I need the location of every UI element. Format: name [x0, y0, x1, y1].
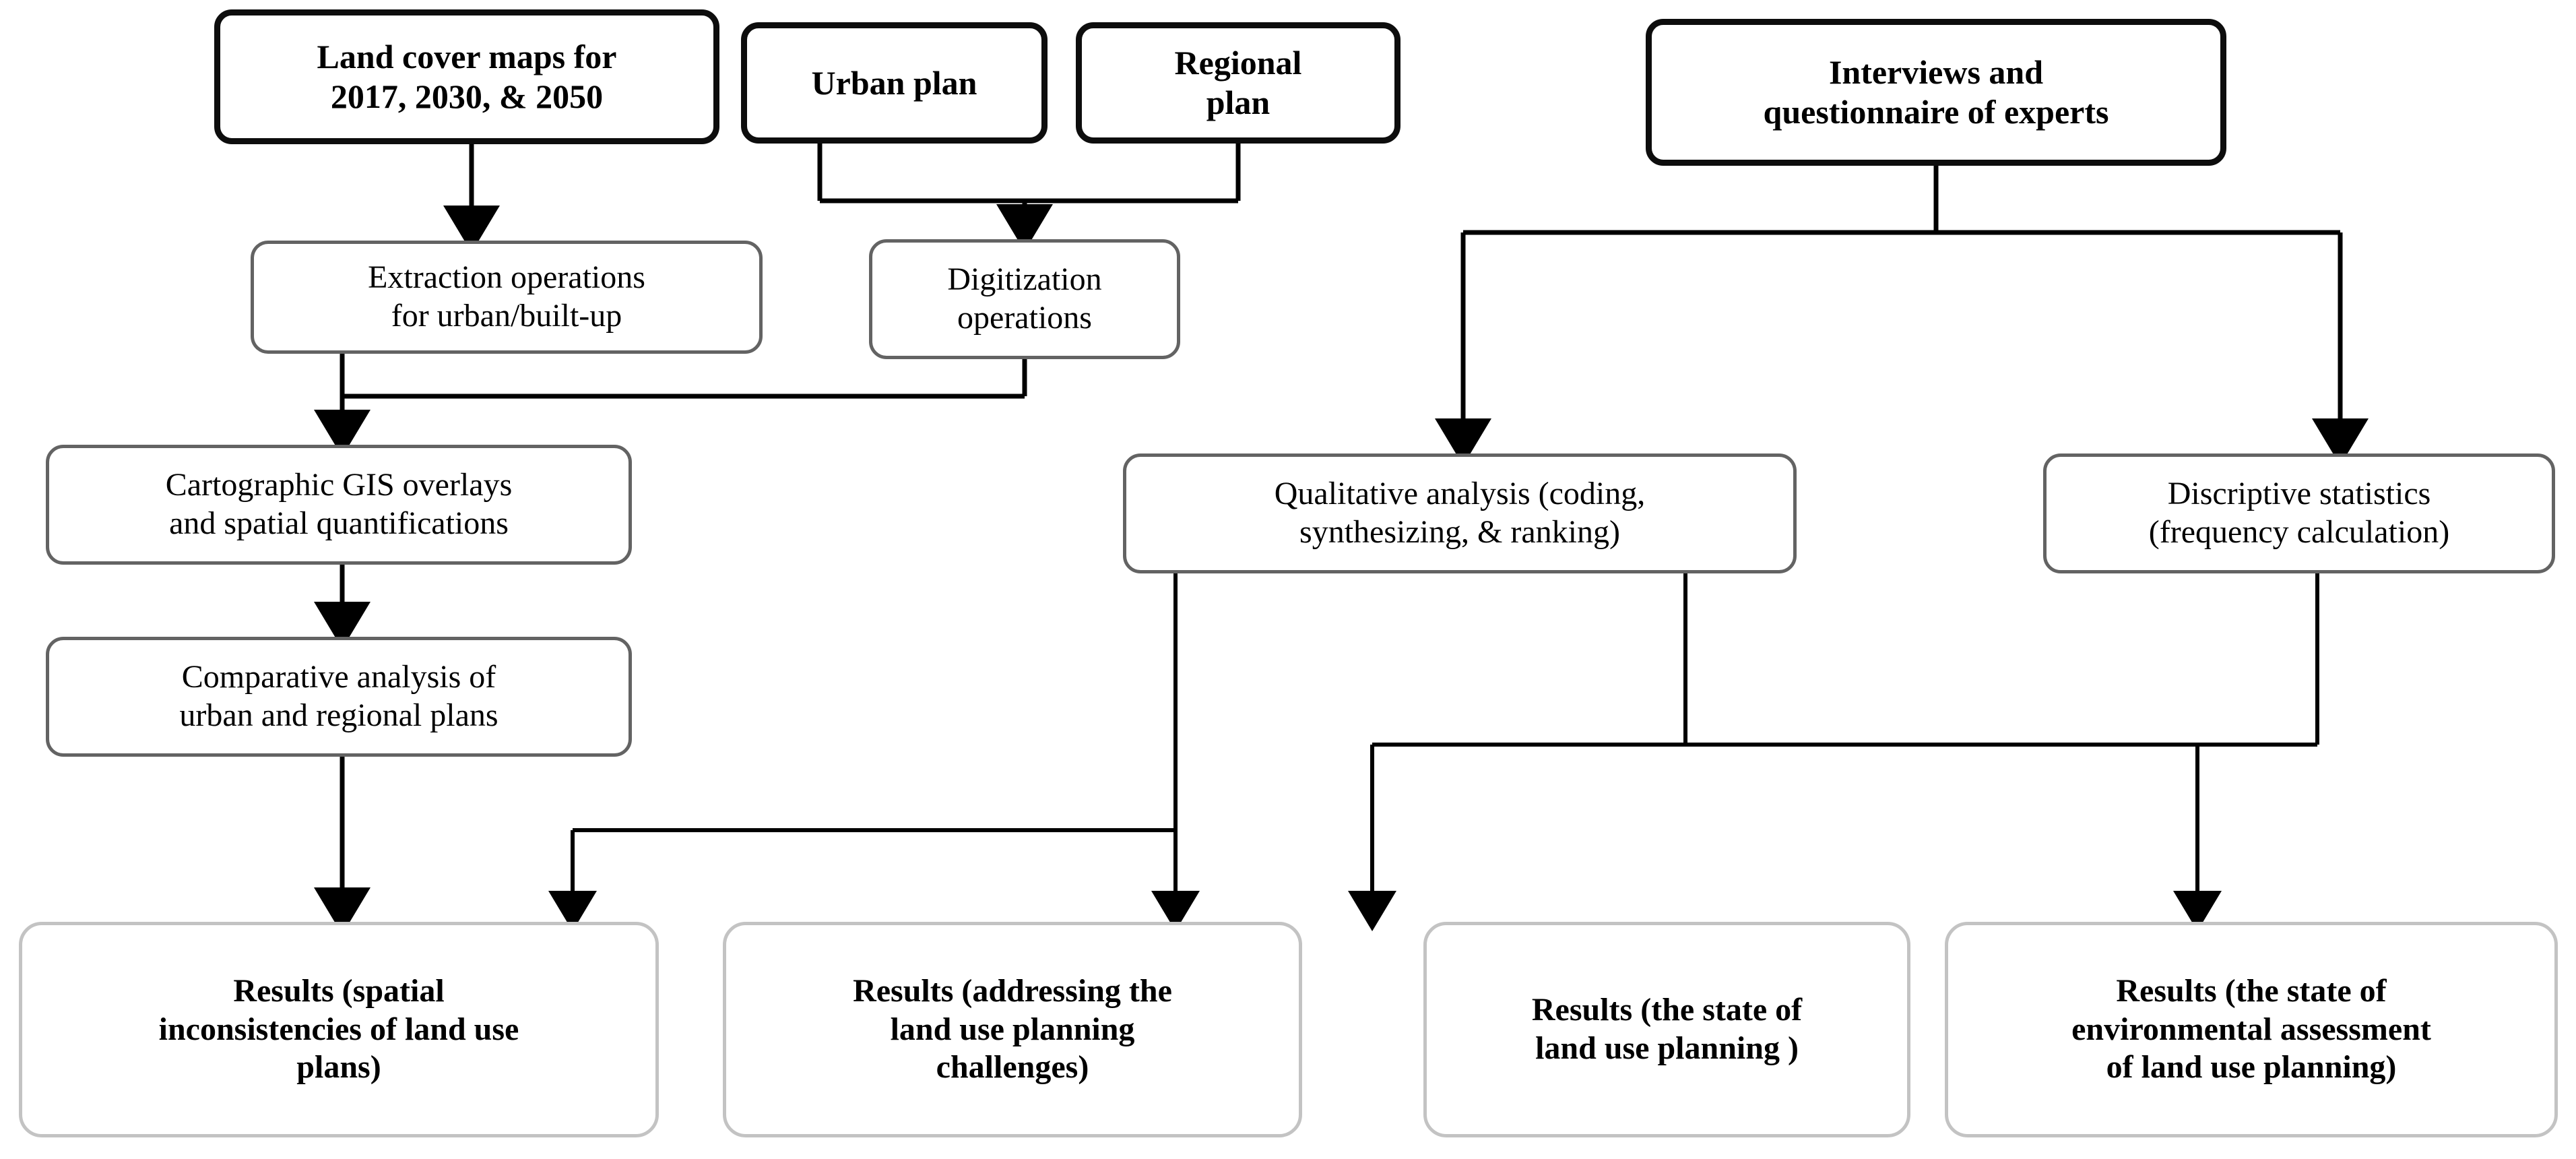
node-qualitative-analysis[interactable]: Qualitative analysis (coding,synthesizin… — [1123, 453, 1797, 573]
node-qualitative-analysis-label: Qualitative analysis (coding,synthesizin… — [1274, 476, 1646, 550]
node-urban-plan-label: Urban plan — [811, 63, 977, 102]
node-discriptive-statistics[interactable]: Discriptive statistics(frequency calcula… — [2043, 453, 2555, 573]
node-discriptive-statistics-label: Discriptive statistics(frequency calcula… — [2148, 476, 2450, 550]
node-urban-plan[interactable]: Urban plan — [741, 22, 1048, 144]
